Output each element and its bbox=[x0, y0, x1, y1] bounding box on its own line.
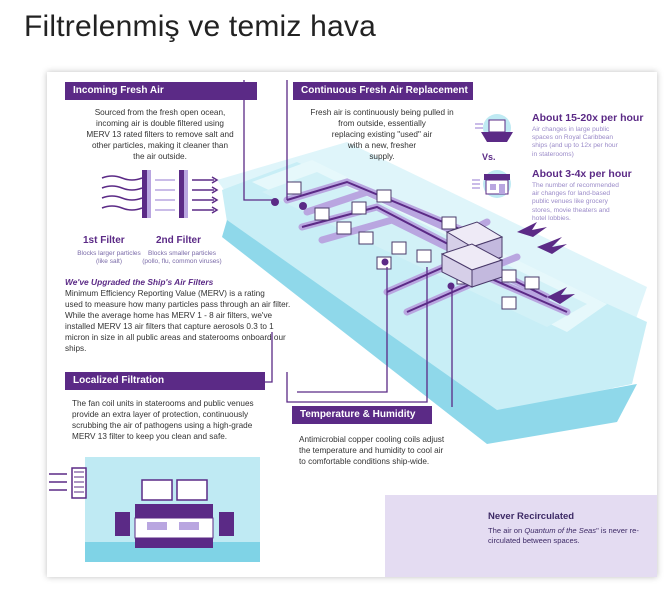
continuous-text: Fresh air is continuously being pulled i… bbox=[287, 107, 477, 162]
continuous-header: Continuous Fresh Air Replacement bbox=[293, 82, 473, 100]
ship-name: Quantum of the Seas bbox=[524, 526, 597, 535]
incoming-text: Sourced from the fresh open ocean, incom… bbox=[65, 107, 255, 162]
first-filter-desc-line: Blocks larger particles bbox=[77, 250, 141, 257]
callout-dot-1 bbox=[271, 198, 279, 206]
upgraded-line: ships. bbox=[65, 344, 87, 353]
temperature-line: to comfortable conditions ship-wide. bbox=[299, 457, 430, 466]
never-recirculated-text: The air on Quantum of the Seas" is never… bbox=[488, 526, 648, 546]
upgraded-filters-text: We've Upgraded the Ship's Air Filters Mi… bbox=[65, 277, 345, 354]
land-air-change-line: air changes for land-based bbox=[532, 190, 611, 198]
callout-lines bbox=[243, 80, 453, 407]
upgraded-title: We've Upgraded the Ship's Air Filters bbox=[65, 277, 214, 287]
never-text-pre: The air on bbox=[488, 526, 525, 535]
localized-header: Localized Filtration bbox=[65, 372, 265, 390]
first-filter-desc-line: (like salt) bbox=[95, 258, 122, 265]
ship-air-change-line: spaces on Royal Caribbean bbox=[532, 134, 614, 142]
callout-dot-2 bbox=[299, 202, 307, 210]
second-filter-label: 2nd Filter bbox=[156, 235, 202, 246]
incoming-line: other particles, making it cleaner than bbox=[91, 141, 229, 150]
infographic-card: Incoming Fresh Air Sourced from the fres… bbox=[47, 72, 657, 577]
upgraded-line: Minimum Efficiency Reporting Value (MERV… bbox=[65, 289, 265, 298]
localized-text: The fan coil units in staterooms and pub… bbox=[72, 398, 312, 442]
first-filter-label: 1st Filter bbox=[83, 235, 125, 246]
ship-air-change-line: ships (and up to 12x per hour bbox=[532, 142, 618, 150]
incoming-line: MERV 13 rated filters to remove salt and bbox=[86, 130, 234, 139]
continuous-line: Fresh air is continuously being pulled i… bbox=[310, 108, 454, 117]
upgraded-line: While the average home has MERV 1 - 8 ai… bbox=[65, 311, 273, 320]
continuous-line: replacing existing "used" air bbox=[331, 130, 433, 139]
page-title: Filtrelenmiş ve temiz hava bbox=[24, 10, 376, 43]
air-handling-units bbox=[440, 221, 504, 288]
ship-hull-side bbox=[222, 220, 637, 444]
incoming-line: incoming air is double filtered using bbox=[96, 119, 224, 128]
upgraded-line: installed MERV 13 air filters that captu… bbox=[65, 322, 274, 331]
upgraded-line: used to measure how many particles pass … bbox=[65, 300, 291, 309]
versus-label: Vs. bbox=[482, 152, 496, 162]
land-air-change-stat: About 3-4x per hour bbox=[532, 168, 632, 180]
second-filter-desc: Blocks smaller particles (pollo, flu, co… bbox=[137, 250, 227, 266]
first-filter-desc: Blocks larger particles (like salt) bbox=[69, 250, 149, 266]
never-recirculated-title: Never Recirculated bbox=[488, 511, 575, 522]
callout-dot-3 bbox=[381, 258, 389, 266]
land-air-change-desc: The number of recommended air changes fo… bbox=[532, 182, 652, 223]
land-air-change-line: public venues like grocery bbox=[532, 198, 608, 206]
localized-line: provide an extra layer of protection, co… bbox=[72, 410, 249, 419]
ship-air-change-line: Air changes in large public bbox=[532, 126, 610, 133]
storefront-icon bbox=[472, 170, 511, 198]
stateroom-illustration bbox=[49, 457, 260, 562]
continuous-line: with a new, fresher bbox=[347, 141, 417, 150]
localized-line: scrubbing the air of pathogens using a h… bbox=[72, 421, 253, 430]
cruise-ship-icon bbox=[475, 114, 513, 142]
temperature-line: the temperature and humidity to cool air bbox=[299, 446, 444, 455]
ship-hull bbox=[222, 162, 647, 412]
land-air-change-line: The number of recommended bbox=[532, 182, 619, 189]
land-air-change-line: hotel lobbies. bbox=[532, 214, 571, 222]
localized-line: MERV 13 filter to keep you clean and saf… bbox=[72, 432, 228, 441]
continuous-line: supply. bbox=[369, 152, 395, 161]
ship-air-change-desc: Air changes in large public spaces on Ro… bbox=[532, 126, 652, 159]
incoming-header: Incoming Fresh Air bbox=[65, 82, 257, 100]
callout-dot-4 bbox=[447, 282, 455, 290]
land-air-change-line: stores, movie theaters and bbox=[532, 206, 610, 214]
ship-air-change-line: in staterooms) bbox=[532, 150, 574, 158]
incoming-line: Sourced from the fresh open ocean, bbox=[94, 108, 226, 117]
never-recirculated-panel: Never Recirculated The air on Quantum of… bbox=[385, 495, 657, 577]
exhaust-arrows bbox=[517, 222, 575, 304]
temperature-line: Antimicrobial copper cooling coils adjus… bbox=[299, 435, 445, 444]
second-filter-desc-line: (pollo, flu, common viruses) bbox=[142, 258, 222, 265]
never-text-post: " is never re-circulated between spaces. bbox=[488, 526, 639, 545]
second-filter-desc-line: Blocks smaller particles bbox=[148, 250, 216, 257]
temperature-header: Temperature & Humidity bbox=[292, 406, 432, 424]
incoming-line: the air outside. bbox=[133, 152, 187, 161]
upgraded-line: micron in size in all public areas and s… bbox=[65, 333, 286, 342]
continuous-line: from outside, essentially bbox=[338, 119, 426, 128]
ship-air-change-stat: About 15-20x per hour bbox=[532, 112, 644, 124]
double-filter-illustration bbox=[101, 170, 219, 218]
temperature-text: Antimicrobial copper cooling coils adjus… bbox=[299, 434, 499, 467]
localized-line: The fan coil units in staterooms and pub… bbox=[72, 399, 254, 408]
